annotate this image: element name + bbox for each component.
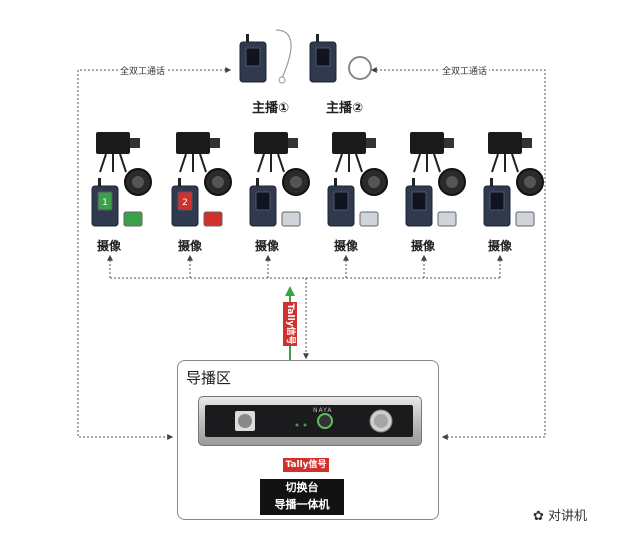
- camera-unit-4: [327, 132, 388, 227]
- tripod-icon: [491, 153, 519, 173]
- camera-label-5: 摄像: [411, 239, 436, 253]
- control-room-title: 导播区: [186, 369, 232, 387]
- beltpack-radio: [405, 178, 433, 227]
- tripod-icon: [99, 153, 127, 173]
- tally-light-box: [359, 211, 379, 227]
- base-station-device: NAYA: [198, 396, 422, 446]
- device-front-panel: NAYA: [205, 405, 413, 437]
- camera-unit-3: [249, 132, 310, 227]
- camera-label-3: 摄像: [255, 239, 280, 253]
- beltpack-radio: [483, 178, 511, 227]
- host-radios: [239, 29, 372, 84]
- tally-light-box: [203, 211, 223, 227]
- switcher-box: 切换台 导播一体机: [260, 479, 344, 515]
- right-duplex-link: [370, 67, 546, 440]
- tally-signal-vertical: Tally信号: [283, 302, 297, 346]
- host-label-1: 主播①: [252, 101, 290, 116]
- tally-number: 1: [102, 198, 108, 208]
- beltpack-radio: [327, 178, 355, 227]
- tally-light-box: [281, 211, 301, 227]
- tally-number: 2: [182, 198, 188, 208]
- camera-unit-1: 1: [91, 132, 152, 227]
- tally-light-box: [437, 211, 457, 227]
- beltpack-radio: 1: [91, 178, 119, 227]
- switcher-line-2: 导播一体机: [274, 498, 330, 511]
- headset-icon: [348, 56, 372, 80]
- camera-unit-6: [483, 132, 544, 227]
- full-duplex-label-left: 全双工通话: [118, 64, 168, 77]
- earpiece-cable: [275, 29, 292, 79]
- camera-unit-5: [405, 132, 466, 227]
- beltpack-radio: 2: [171, 178, 199, 227]
- tally-signal-vertical-text: Tally信号: [285, 303, 295, 345]
- host-label-2: 主播②: [326, 101, 364, 116]
- tally-light-box: [515, 211, 535, 227]
- device-brand: NAYA: [313, 407, 333, 414]
- watermark: ✿ 对讲机: [533, 505, 587, 524]
- tripod-icon: [335, 153, 363, 173]
- full-duplex-label-right: 全双工通话: [440, 64, 490, 77]
- beltpack-radio: [249, 178, 277, 227]
- watermark-text: 对讲机: [548, 509, 588, 524]
- camera-label-6: 摄像: [488, 239, 513, 253]
- video-camera-icon: [410, 132, 444, 154]
- video-camera-icon: [332, 132, 366, 154]
- tally-signal-horizontal: Tally信号: [283, 458, 329, 472]
- earpiece-icon: [278, 76, 286, 84]
- switcher-line-1: 切换台: [285, 481, 319, 494]
- host-radio-2: [309, 34, 337, 83]
- wechat-icon: ✿: [533, 509, 544, 524]
- video-camera-icon: [488, 132, 522, 154]
- device-controls: [235, 409, 393, 433]
- camera-label-4: 摄像: [334, 239, 359, 253]
- tally-light-box: [123, 211, 143, 227]
- tripod-icon: [257, 153, 285, 173]
- camera-bus: [107, 254, 503, 360]
- video-camera-icon: [96, 132, 130, 154]
- camera-label-2: 摄像: [178, 239, 203, 253]
- host-radio-1: [239, 34, 267, 83]
- tripod-icon: [179, 153, 207, 173]
- video-camera-icon: [254, 132, 288, 154]
- tripod-icon: [413, 153, 441, 173]
- camera-unit-2: 2: [171, 132, 232, 227]
- video-camera-icon: [176, 132, 210, 154]
- camera-label-1: 摄像: [97, 239, 122, 253]
